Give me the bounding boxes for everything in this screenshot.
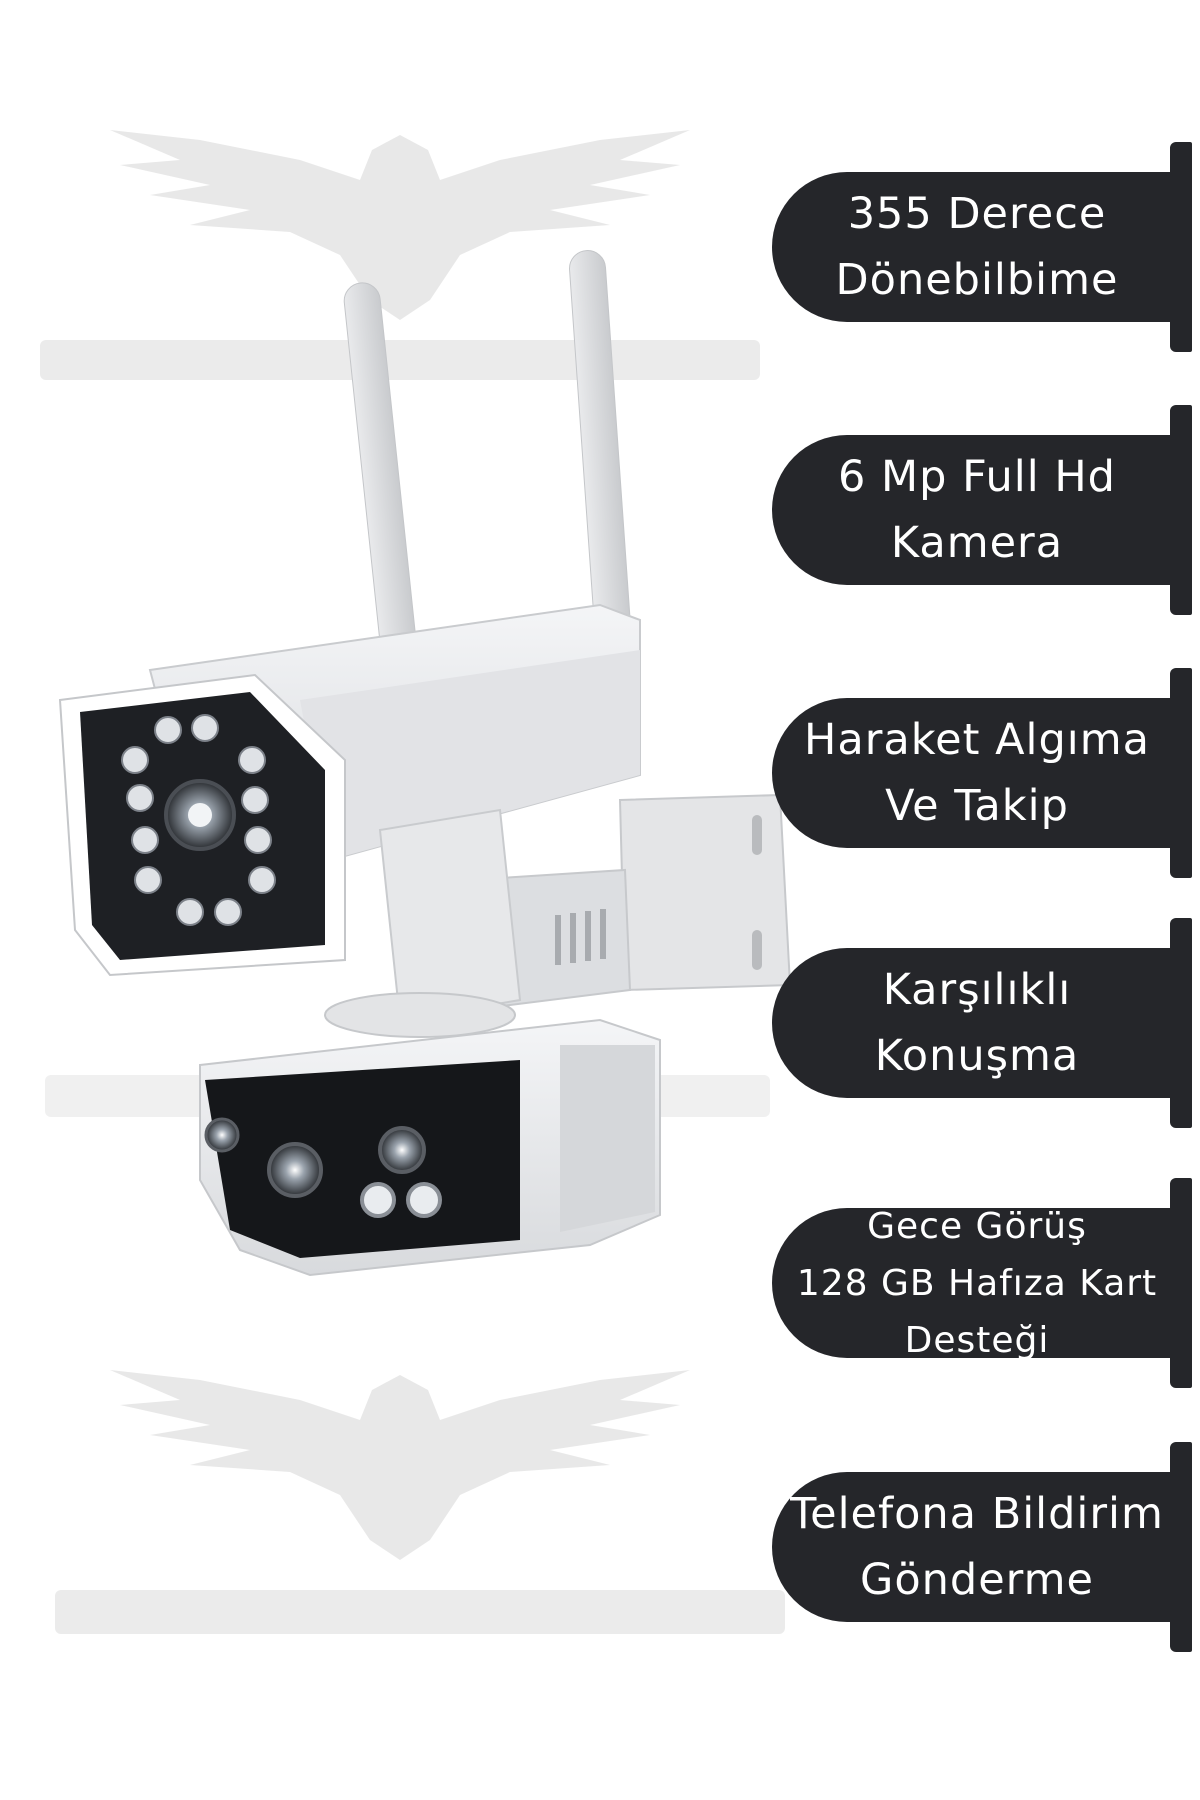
watermark-eagle-icon xyxy=(110,130,690,320)
feature-text: Kamera xyxy=(890,518,1064,568)
feature-phone-notification: Telefona Bildirim Gönderme xyxy=(772,1442,1192,1652)
feature-text: 128 GB Hafıza Kart xyxy=(796,1262,1158,1304)
feature-pill: 355 Derece Dönebilbime xyxy=(772,172,1182,322)
watermark-logo-top xyxy=(40,340,760,380)
feature-pill: Karşılıklı Konuşma xyxy=(772,948,1182,1098)
feature-rotation: 355 Derece Dönebilbime xyxy=(772,142,1192,352)
feature-text: Konuşma xyxy=(874,1031,1080,1081)
base-camera xyxy=(199,992,661,1277)
bullet-camera xyxy=(58,603,641,1022)
watermark-eagle-icon xyxy=(110,1370,690,1560)
feature-text: Haraket Algıma xyxy=(804,715,1150,765)
feature-text: Ve Takip xyxy=(885,781,1069,831)
feature-text: Gece Görüş xyxy=(867,1205,1087,1247)
watermark-logo-bottom xyxy=(55,1590,785,1634)
feature-text: Telefona Bildirim xyxy=(790,1489,1164,1539)
antenna-left xyxy=(343,282,417,662)
feature-text: Gönderme xyxy=(860,1555,1094,1605)
feature-night-vision: Gece Görüş 128 GB Hafıza Kart Desteği xyxy=(772,1178,1192,1388)
feature-motion-tracking: Haraket Algıma Ve Takip xyxy=(772,668,1192,878)
feature-text: Dönebilbime xyxy=(835,255,1119,305)
feature-pill: Gece Görüş 128 GB Hafıza Kart Desteği xyxy=(772,1206,1182,1361)
feature-pill: 6 Mp Full Hd Kamera xyxy=(772,435,1182,585)
feature-text: 355 Derece xyxy=(847,189,1107,239)
feature-text: Karşılıklı xyxy=(882,965,1072,1015)
feature-two-way-audio: Karşılıklı Konuşma xyxy=(772,918,1192,1128)
feature-text: Desteği xyxy=(904,1319,1050,1361)
feature-text: 6 Mp Full Hd xyxy=(838,452,1116,502)
feature-resolution: 6 Mp Full Hd Kamera xyxy=(772,405,1192,615)
feature-pill: Telefona Bildirim Gönderme xyxy=(772,1472,1182,1622)
feature-pill: Haraket Algıma Ve Takip xyxy=(772,698,1182,848)
